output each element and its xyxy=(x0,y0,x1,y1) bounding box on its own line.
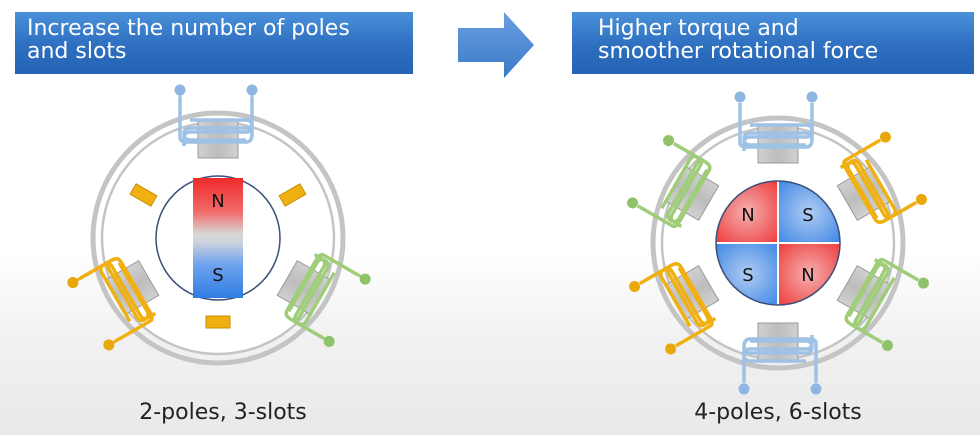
left-banner-line1: Increase the number of poles xyxy=(27,16,350,41)
rotor-4pole: N S S N xyxy=(715,180,841,306)
pole-label-top-right: S xyxy=(802,205,813,226)
coil-slot-top xyxy=(174,84,258,159)
pole-label-bottom-left: S xyxy=(742,265,753,286)
right-banner-line2: smoother rotational force xyxy=(598,39,879,64)
south-pole-label: S xyxy=(212,265,223,286)
stator-outer-ring xyxy=(650,115,906,371)
right-banner: Higher torque and smoother rotational fo… xyxy=(572,12,974,74)
rotor-quadrant-bottom-right xyxy=(778,243,840,305)
right-arrow-icon xyxy=(458,12,534,78)
left-banner-line2: and slots xyxy=(27,39,127,64)
rotor-quadrant-top-right xyxy=(778,181,840,243)
pole-label-top-left: N xyxy=(741,205,754,226)
coil-slot-top xyxy=(734,91,818,164)
rotor-quadrant-top-left xyxy=(716,181,778,243)
coil-slot-upper-left xyxy=(627,135,720,229)
rotor-quadrant-bottom-left xyxy=(716,243,778,305)
left-caption: 2-poles, 3-slots xyxy=(139,400,307,425)
coil-slot-bottom xyxy=(738,322,822,395)
right-banner-line1: Higher torque and xyxy=(598,16,799,41)
coil-slot-lower-right xyxy=(276,252,371,347)
motor-4pole-6slot-diagram: N S S N xyxy=(627,91,929,395)
pole-label-bottom-right: N xyxy=(801,265,814,286)
stator-tab xyxy=(129,183,158,207)
coil-slot-lower-right xyxy=(836,257,929,351)
left-banner: Increase the number of poles and slots xyxy=(15,12,413,74)
stator-tab xyxy=(278,183,307,207)
coil-slot-upper-right xyxy=(836,131,927,224)
coil-slot-lower-left xyxy=(67,257,160,351)
coil-slot-lower-left xyxy=(629,262,720,355)
motor-2pole-3slot-diagram: N S xyxy=(67,84,371,366)
right-caption: 4-poles, 6-slots xyxy=(694,400,862,425)
bar-magnet xyxy=(193,178,243,298)
north-pole-label: N xyxy=(211,191,224,212)
stator-outer-ring xyxy=(90,110,346,366)
stator-tab xyxy=(205,315,231,329)
